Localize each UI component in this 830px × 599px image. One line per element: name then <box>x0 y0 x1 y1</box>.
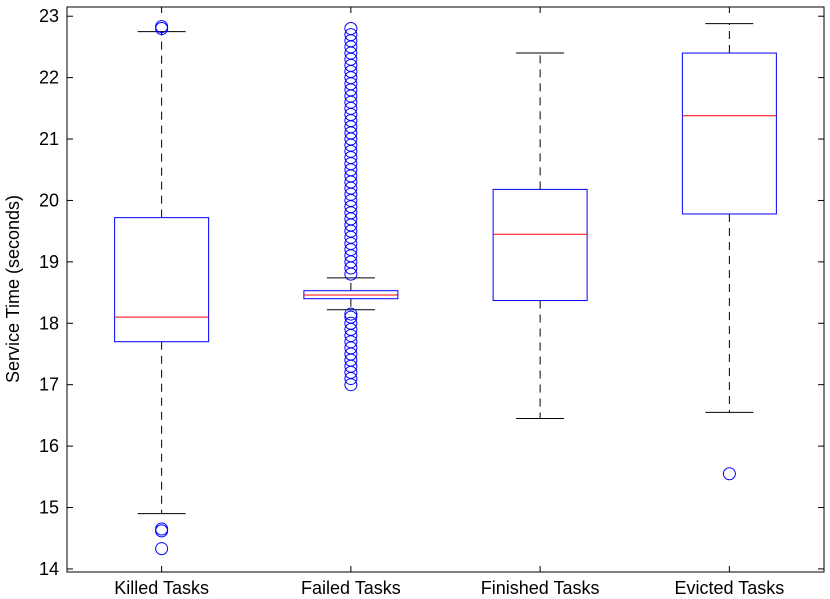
box-finished-tasks <box>492 52 588 419</box>
iqr-box <box>492 188 588 302</box>
y-tick-label: 16 <box>39 436 59 456</box>
box-killed-tasks <box>114 20 210 556</box>
x-axis-ticks: Killed Tasks Failed Tasks Finished Tasks Ev… <box>114 7 784 598</box>
outlier-point <box>155 522 169 536</box>
y-tick-label: 20 <box>39 190 59 210</box>
x-tick-label: Killed Tasks <box>114 578 209 598</box>
outlier-point <box>344 21 358 35</box>
outlier-point <box>344 28 358 42</box>
plot-area-frame <box>66 6 825 573</box>
box-series <box>114 20 777 556</box>
x-tick-label: Evicted Tasks <box>675 578 785 598</box>
y-tick-label: 19 <box>39 252 59 272</box>
y-axis-label: Service Time (seconds) <box>3 195 23 383</box>
iqr-box <box>114 217 210 343</box>
y-tick-label: 22 <box>39 68 59 88</box>
x-tick-label: Finished Tasks <box>481 578 600 598</box>
outlier-point <box>344 307 358 321</box>
iqr-box <box>681 52 777 215</box>
y-tick-label: 21 <box>39 129 59 149</box>
y-axis-ticks: 14 15 16 17 18 19 20 21 22 23 <box>39 6 824 579</box>
outlier-point <box>344 310 358 324</box>
x-tick-label: Failed Tasks <box>301 578 401 598</box>
box-failed-tasks <box>303 21 399 392</box>
outlier-point <box>155 542 169 556</box>
outlier-point <box>722 467 736 481</box>
box-evicted-tasks <box>681 23 777 481</box>
y-tick-label: 18 <box>39 313 59 333</box>
y-tick-label: 15 <box>39 498 59 518</box>
y-tick-label: 17 <box>39 375 59 395</box>
outlier-point <box>155 20 169 34</box>
y-tick-label: 23 <box>39 6 59 26</box>
outlier-point <box>344 316 358 330</box>
y-tick-label: 14 <box>39 559 59 579</box>
